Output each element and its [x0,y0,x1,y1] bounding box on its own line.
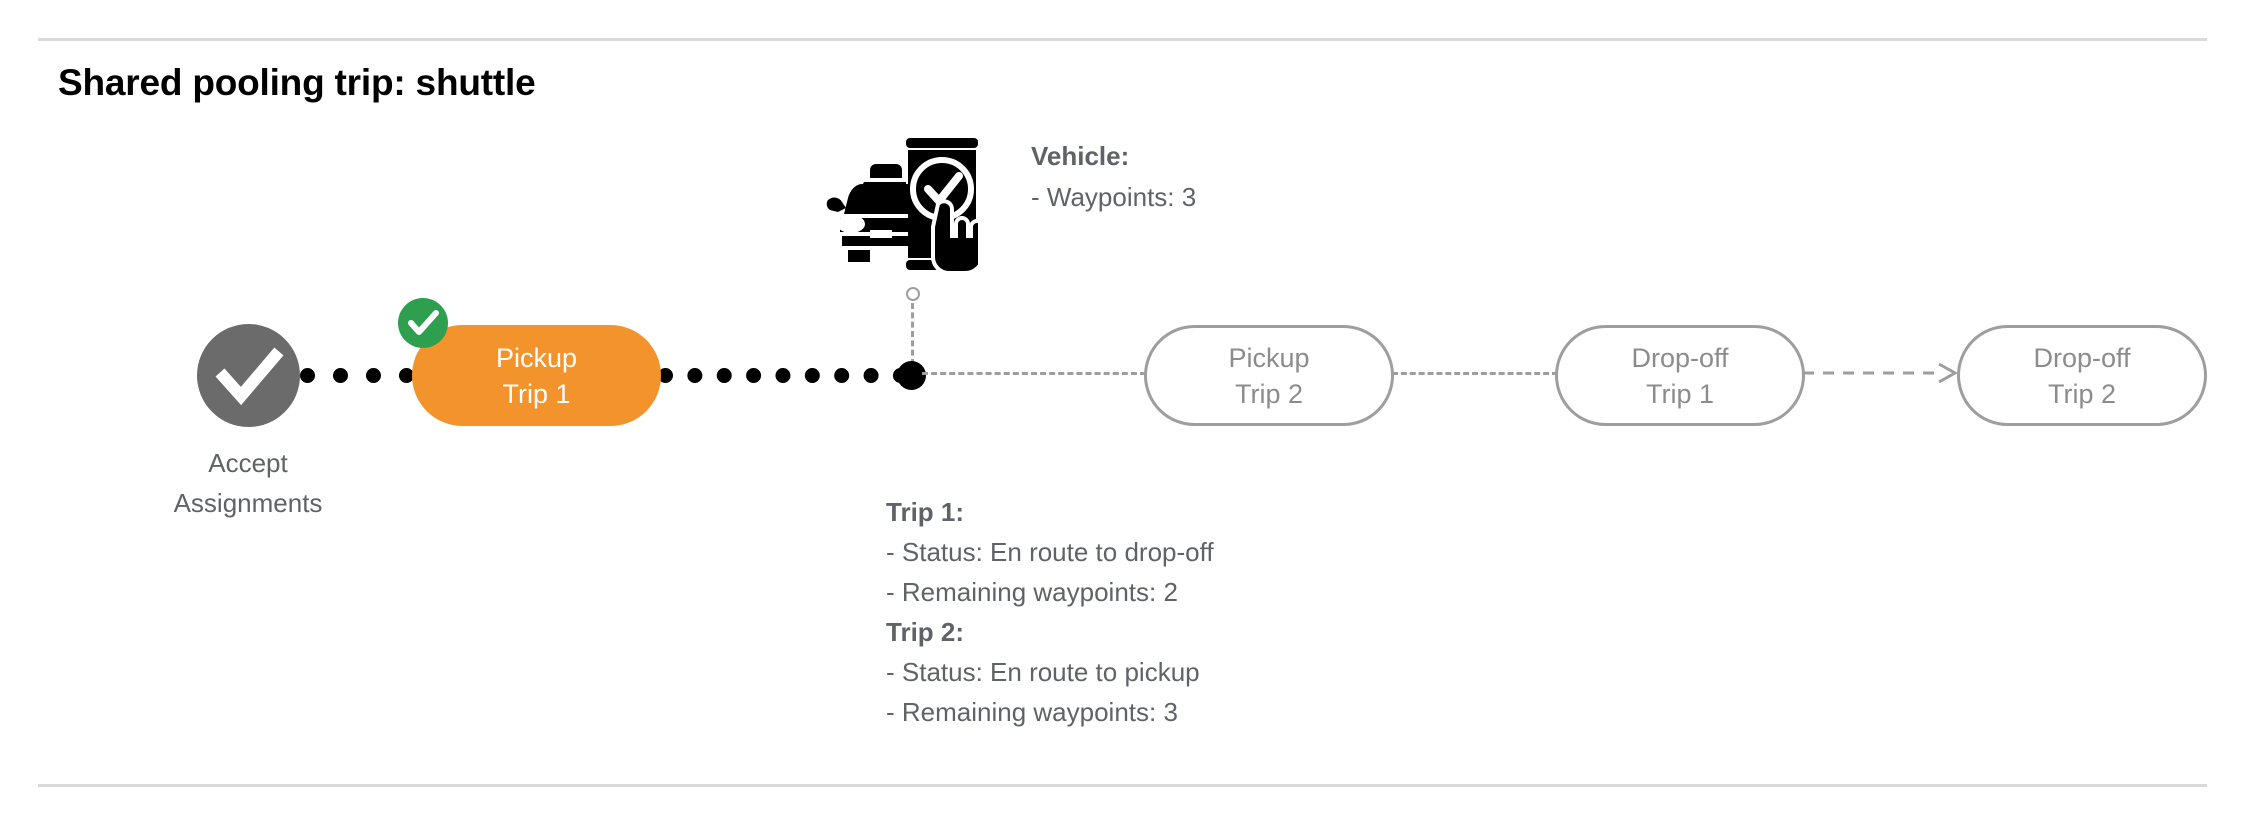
trip-1-label: Trip 1: [886,497,965,527]
pickup-trip-2-line2: Trip 2 [1234,378,1303,409]
dropoff-trip-2-line2: Trip 2 [2047,378,2116,409]
vehicle-waypoints-line: - Waypoints: 3 [1031,182,1197,212]
car-phone-check-icon [818,126,985,278]
trips-info-block: Trip 1: - Status: En route to drop-off -… [886,492,1214,732]
pickup-trip-1-line1: Pickup [495,342,578,373]
connector-pickup2-to-dropoff1 [1392,372,1558,375]
dropoff-trip-1-line1: Drop-off [1631,342,1729,373]
connector-pickup1-to-vehicle-dot [658,368,908,383]
trip-1-status: - Status: En route to drop-off [886,537,1214,567]
accept-assignments-circle [197,324,300,427]
pickup-trip-1-line2: Trip 1 [502,378,571,409]
timeline-node-pickup-trip-1[interactable]: Pickup Trip 1 [412,325,661,426]
dropoff-trip-1-line2: Trip 1 [1645,378,1714,409]
check-circle-icon [215,347,284,406]
page-title: Shared pooling trip: shuttle [58,62,536,103]
divider-bottom [38,784,2207,787]
pickup-trip-2-line1: Pickup [1228,342,1310,373]
accept-label-line1: Accept [208,448,288,478]
vehicle-anchor-circle-icon [906,287,920,301]
vehicle-info-block: Vehicle: - Waypoints: 3 [1031,136,1196,218]
timeline-node-pickup-trip-2[interactable]: Pickup Trip 2 [1144,325,1394,426]
timeline-node-dropoff-trip-2[interactable]: Drop-off Trip 2 [1957,325,2207,426]
vehicle-info-label: Vehicle: [1031,141,1130,171]
accept-label-line2: Assignments [173,488,323,518]
vehicle-anchor-stem [911,303,914,365]
connector-vehicle-dot-to-pickup2 [922,372,1146,375]
connector-dropoff1-to-dropoff2 [1803,355,1961,391]
green-check-badge-icon [398,298,448,348]
trip-1-waypoints: - Remaining waypoints: 2 [886,577,1178,607]
accept-assignments-label: Accept Assignments [98,443,398,523]
trip-2-status: - Status: En route to pickup [886,657,1200,687]
divider-top [38,38,2207,41]
connector-accept-to-pickup1 [300,368,414,383]
trip-2-label: Trip 2: [886,617,965,647]
trip-2-waypoints: - Remaining waypoints: 3 [886,697,1178,727]
timeline-node-dropoff-trip-1[interactable]: Drop-off Trip 1 [1555,325,1805,426]
dropoff-trip-2-line1: Drop-off [2033,342,2131,373]
timeline-node-accept-assignments[interactable] [197,324,300,427]
